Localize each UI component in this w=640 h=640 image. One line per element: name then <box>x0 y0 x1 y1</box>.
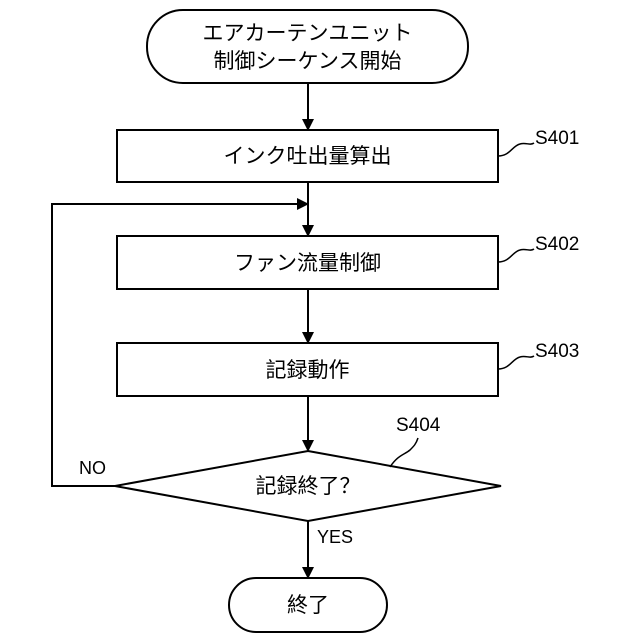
step-id-s401: S401 <box>535 128 579 150</box>
branch-label-no: NO <box>79 458 106 479</box>
process-label-s402: ファン流量制御 <box>117 236 498 289</box>
step-id-s404: S404 <box>396 415 440 437</box>
decision-label-s404: 記録終了？ <box>200 466 416 506</box>
branch-label-yes: YES <box>317 527 353 548</box>
process-label-s403: 記録動作 <box>117 343 498 396</box>
process-label-s401: インク吐出量算出 <box>117 130 498 182</box>
end-label: 終了 <box>229 578 387 632</box>
start-label: エアカーテンユニット 制御シーケンス開始 <box>147 10 468 83</box>
leader-s402 <box>498 249 534 262</box>
leader-s403 <box>498 356 534 369</box>
step-id-s402: S402 <box>535 234 579 256</box>
leader-s401 <box>498 143 534 156</box>
step-id-s403: S403 <box>535 341 579 363</box>
leader-s404 <box>390 438 418 467</box>
